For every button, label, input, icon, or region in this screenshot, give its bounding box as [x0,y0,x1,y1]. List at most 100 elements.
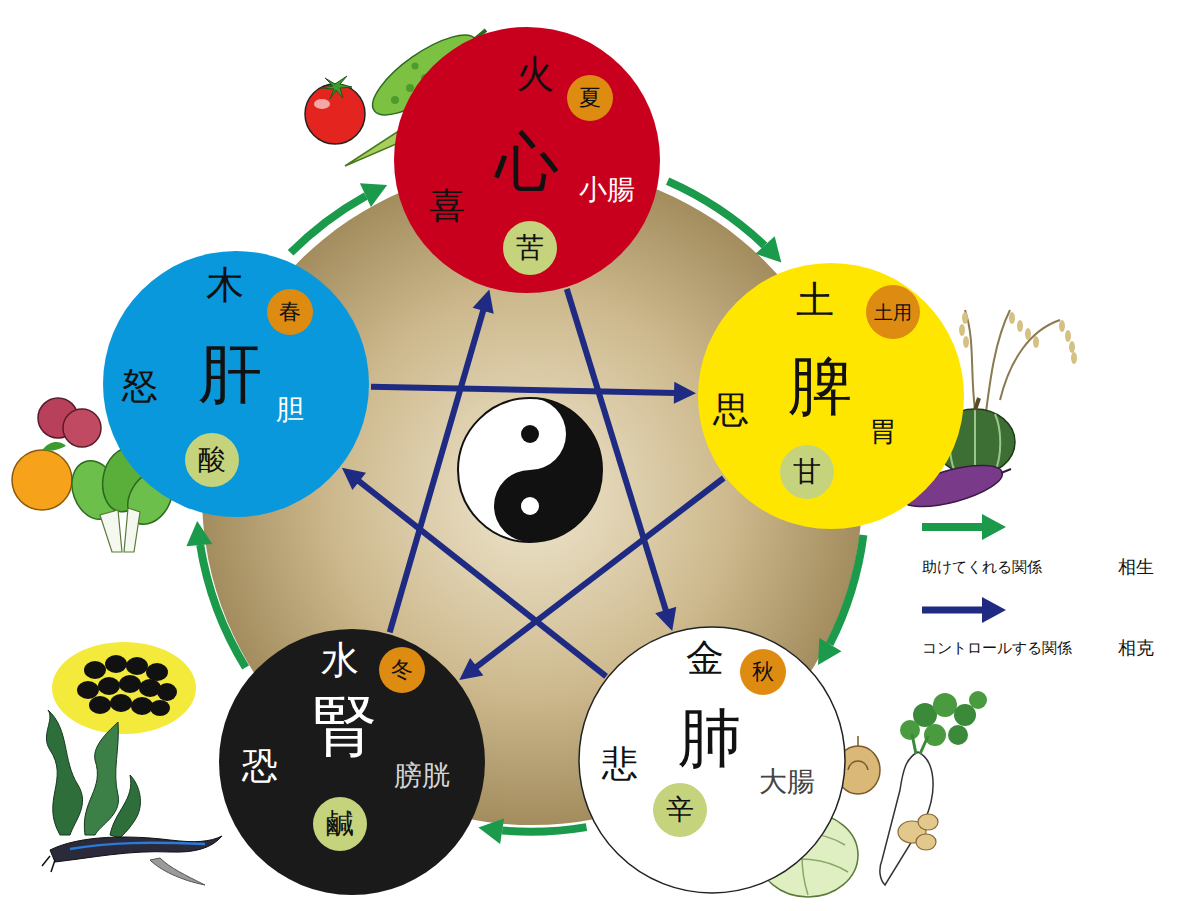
onion-illustration [848,736,868,770]
seaweed-illustration [110,775,140,838]
yin-yang-symbol [521,497,539,515]
black-beans-illustration [131,697,153,715]
organ-name: 肝 [198,342,262,406]
rice-illustration [959,324,965,336]
season-label: 秋 [752,661,774,683]
season-label: 土用 [874,303,912,322]
rice-illustration [1000,320,1060,400]
circle-shape [698,263,964,529]
rice-illustration [985,310,1010,420]
loach-illustration [150,858,205,885]
parsley-illustration [948,725,968,745]
arrow-shaft [830,535,864,644]
element-circle: 土脾胃思土用甘 [697,262,965,530]
arrow-shaft [200,545,245,668]
bitter-melon-illustration [391,96,399,104]
black-beans-illustration [77,681,99,699]
parsley-illustration [969,691,987,709]
element-name: 金 [686,639,724,677]
generating-arrow [668,181,782,262]
arrow-head [655,607,676,631]
arrow-head [186,521,212,546]
tomato-illustration [321,76,352,99]
rice-illustration [1059,320,1065,332]
controlling-arrow [390,290,494,633]
tomato-illustration [305,76,365,144]
black-beans-illustration [89,696,111,714]
taste-label: 鹹 [326,810,354,838]
loach-illustration [42,856,55,872]
emotion-name: 恐 [242,748,278,784]
mandarin-illustration [12,442,72,510]
arrow-head [459,658,483,680]
rice-illustration [1017,320,1023,332]
organ-name: 肺 [678,706,742,770]
rice-illustration [1033,336,1039,348]
yin-yang-symbol [521,425,539,443]
plum-illustration [38,398,101,447]
arrow-shaft [567,289,667,612]
plum-illustration [63,409,101,447]
element-circle: 火心小腸喜夏苦 [393,26,661,294]
loach-illustration [42,836,222,885]
ginger-illustration [916,834,936,850]
rice-illustration [959,310,1077,420]
daikon-illustration [912,734,928,754]
yin-yang-symbol [458,398,602,542]
paired-organ-name: 胆 [276,396,304,424]
seaweed-illustration [46,710,82,835]
taste-label: 辛 [666,796,694,824]
circle-shape [579,627,845,893]
black-beans-illustration [98,677,120,695]
rice-illustration [1065,330,1071,342]
arrow-head [473,290,494,314]
circle-shape [653,783,707,837]
organ-name: 脾 [788,354,852,418]
black-beans-illustration [105,655,127,673]
element-circle: 金肺大腸悲秋辛 [578,626,846,894]
legend-sample-green-arrow [922,514,1006,540]
black-beans-illustration [119,675,141,693]
black-beans-illustration [84,661,106,679]
taste-badge: 苦 [502,220,558,276]
arrow-head [478,818,504,844]
emotion-name: 悲 [602,746,638,782]
arrow-shaft [390,309,484,633]
black-beans-illustration [52,642,196,734]
legend-sample-green-arrow [922,523,984,531]
black-beans-illustration [126,657,148,675]
daikon-illustration [880,734,933,885]
tomato-illustration [314,99,330,109]
taste-badge: 酸 [184,432,240,488]
parsley-illustration [924,724,946,746]
rice-illustration [1009,312,1015,324]
rice-illustration [1025,328,1031,340]
seaweed-illustration [46,710,140,838]
element-name: 木 [206,266,244,304]
season-badge: 土用 [865,284,921,340]
rice-illustration [1069,341,1075,353]
controlling-arrow [567,289,677,631]
circle-shape [780,445,834,499]
arrow-shaft [371,387,676,393]
emotion-name: 怒 [122,368,158,404]
yin-yang-symbol [458,398,602,542]
taste-label: 甘 [793,458,821,486]
season-badge: 秋 [739,648,787,696]
loach-illustration [50,836,222,862]
element-name: 火 [516,55,554,93]
rice-illustration [963,336,969,348]
season-label: 冬 [391,659,413,681]
yin-yang-symbol [494,398,602,542]
bitter-melon-illustration [406,84,414,92]
tomato-illustration [305,84,365,144]
legend-term: 相克 [1118,639,1154,657]
legend-term: 相生 [1118,558,1154,576]
pumpkin-illustration [975,398,979,410]
black-beans-illustration [110,694,132,712]
parsley-illustration [954,704,976,726]
ginger-illustration [898,814,938,850]
arrow-head [342,468,366,490]
paired-organ-name: 胃 [869,418,897,446]
circle-shape [267,289,313,335]
